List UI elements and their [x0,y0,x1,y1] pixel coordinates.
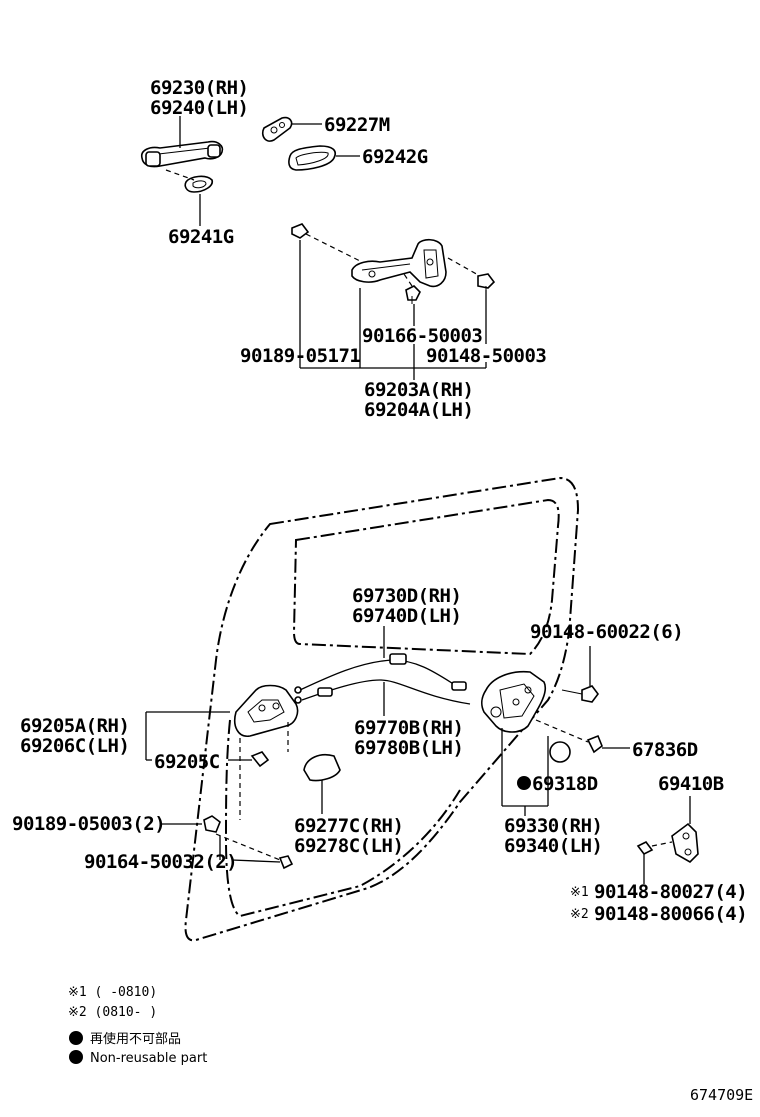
bolt-90166-50003-drawing [405,285,421,304]
label-90166-50003: 90166-50003 [362,325,482,347]
label-69730D: 69730D(RH) [352,585,461,607]
label-69204A: 69204A(LH) [364,399,473,421]
label-69230: 69230(RH) [150,77,248,99]
handle-frame-drawing [351,238,447,288]
label-69277C: 69277C(RH) [294,815,403,837]
label-69770B: 69770B(RH) [354,717,463,739]
legend-dot-icon-1 [69,1031,83,1045]
label-69203A: 69203A(RH) [364,379,473,401]
label-69206C: 69206C(LH) [20,735,129,757]
mark-2: ※2 [570,907,589,922]
cover-67836D-drawing [586,734,603,754]
door-outline [184,476,580,942]
label-69330: 69330(RH) [504,815,602,837]
label-69318D: 69318D [532,773,598,795]
label-69278C: 69278C(LH) [294,835,403,857]
legend-en: Non-reusable part [90,1051,207,1066]
label-69205C: 69205C [154,751,220,773]
label-90148-60022: 90148-60022(6) [530,621,683,643]
screw-90148-80027-drawing [636,840,654,856]
label-69240: 69240(LH) [150,97,248,119]
bezel-69205C-drawing [250,751,270,768]
label-69242G: 69242G [362,146,428,168]
diagram-code: 674709E [690,1086,753,1104]
label-69241G: 69241G [168,226,234,248]
outside-handle-drawing [140,140,224,168]
grommet-69318D-drawing [549,741,571,763]
label-90148-50003: 90148-50003 [426,345,546,367]
inside-handle-drawing [234,684,299,737]
label-90164-50032: 90164-50032(2) [84,851,237,873]
gasket-rear-drawing [184,175,214,193]
label-69780B: 69780B(LH) [354,737,463,759]
cable-assembly-drawing [294,653,471,705]
note-2: ※2 (0810- ) [68,1005,157,1020]
label-69740D: 69740D(LH) [352,605,461,627]
screw-90164-50032-drawing [278,855,294,870]
label-67836D: 67836D [632,739,698,761]
handle-cap-drawing [261,116,293,142]
clip-90189-05171-drawing [291,223,310,239]
label-69340: 69340(LH) [504,835,602,857]
legend-dot-icon-2 [69,1050,83,1064]
label-90189-05003: 90189-05003(2) [12,813,165,835]
label-69410B: 69410B [658,773,724,795]
gasket-front-drawing [288,145,336,171]
label-90148-80066: 90148-80066(4) [594,903,747,925]
legend-jp: 再使用不可部品 [90,1031,181,1047]
label-90148-80027: 90148-80027(4) [594,881,747,903]
bezel-69277C-drawing [303,754,341,782]
non-reusable-dot-icon [517,776,531,790]
note-1: ※1 ( -0810) [68,985,157,1000]
clip-90189-05003-drawing [203,815,221,833]
door-lock-drawing [481,670,547,733]
label-69227M: 69227M [324,114,390,136]
screw-90148-60022-drawing [561,685,599,703]
label-69205A: 69205A(RH) [20,715,129,737]
striker-69410B-drawing [671,822,699,863]
label-90189-05171: 90189-05171 [240,345,360,367]
mark-1: ※1 [570,885,589,900]
